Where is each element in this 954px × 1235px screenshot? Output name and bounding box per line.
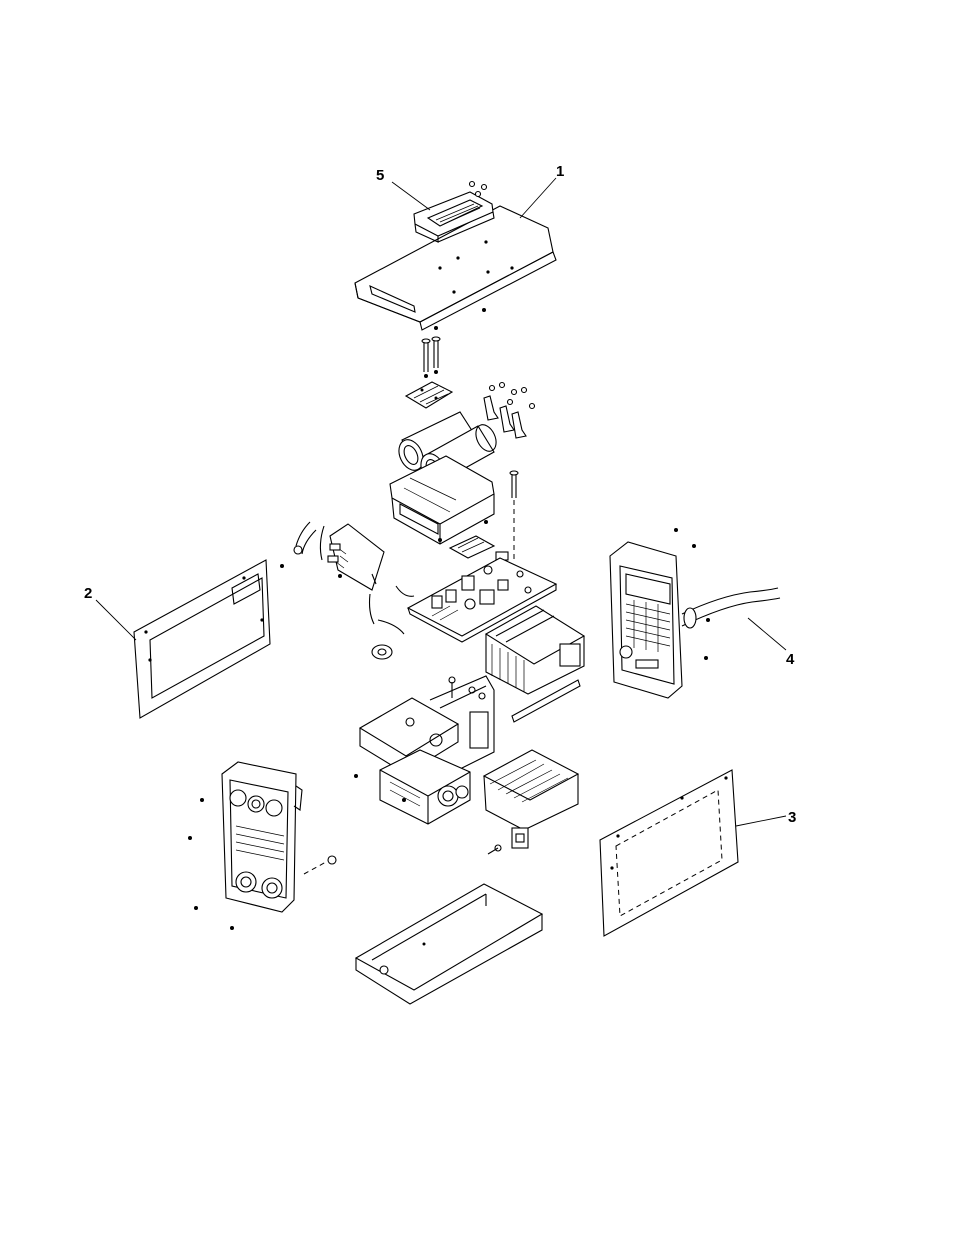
toroid-ring bbox=[372, 645, 392, 659]
upper-heatsink[interactable] bbox=[469, 606, 584, 722]
small-connector-board bbox=[450, 536, 508, 560]
front-panel[interactable] bbox=[188, 762, 358, 930]
capacitor-bracket bbox=[390, 456, 494, 544]
left-side-panel[interactable] bbox=[134, 560, 270, 718]
callout-2: 2 bbox=[84, 585, 92, 602]
mount-screw bbox=[510, 471, 518, 560]
rear-panel[interactable] bbox=[610, 528, 780, 698]
capacitor-clamp bbox=[406, 382, 452, 408]
right-side-panel[interactable] bbox=[600, 770, 738, 936]
callout-5: 5 bbox=[376, 167, 384, 184]
control-pc-board[interactable] bbox=[280, 522, 384, 590]
callout-3: 3 bbox=[788, 809, 796, 826]
callout-4: 4 bbox=[786, 651, 795, 668]
bottom-base[interactable] bbox=[356, 884, 542, 1004]
center-chassis[interactable] bbox=[360, 676, 494, 824]
lower-heatsink[interactable] bbox=[484, 750, 578, 854]
long-screws bbox=[422, 337, 440, 378]
callout-1: 1 bbox=[556, 163, 564, 180]
